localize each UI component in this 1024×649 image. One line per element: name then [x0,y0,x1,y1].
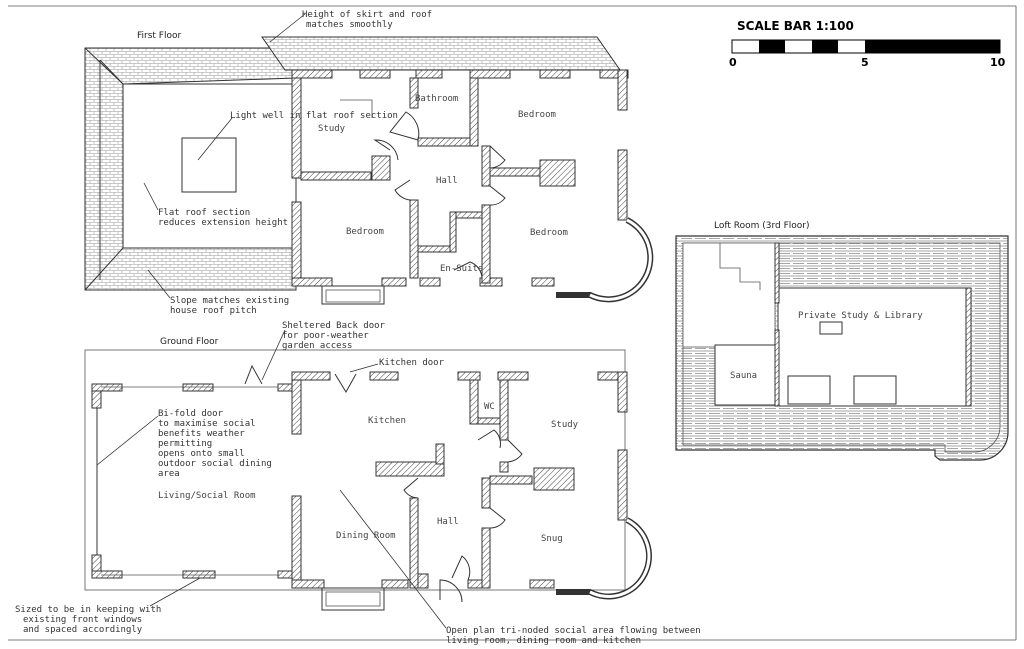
loft-plan: Loft Room (3rd Floor) Private Study & Li… [675,221,1009,461]
gf-note-sized-2: existing front windows [23,615,142,625]
gf-note-bifold-2: to maximise social [158,419,256,429]
gf-note-bifold-7: area [158,469,180,479]
gf-note-bifold-1: Bi-fold door [158,409,224,419]
gf-note-bifold-5: opens onto small [158,449,245,459]
gf-note-backdoor-3: garden access [282,341,352,351]
ff-note-flatroof-2: reduces extension height [158,218,288,228]
ff-room-bathroom: Bathroom [415,94,458,104]
ff-room-ensuite: En-Suite [440,264,483,274]
gf-room-wc: WC [484,402,495,412]
loft-library-room [777,287,967,407]
gf-note-bifold-3: benefits weather [158,429,245,439]
scale-bar: SCALE BAR 1:100 0 5 10 [729,19,1006,69]
first-floor-plan: First Floor [84,10,654,316]
main-roof-strip [261,36,621,71]
ff-note-slope-2: house roof pitch [170,306,257,316]
ff-room-hall: Hall [436,176,458,186]
gf-note-openplan-1: Open plan tri-noded social area flowing … [446,626,701,636]
gf-note-bifold-4: permitting [158,439,212,449]
gf-note-kitchen-door: Kitchen door [379,358,445,368]
loft-heading: Loft Room (3rd Floor) [714,221,810,231]
ground-floor-plan: Ground Floor [15,321,701,646]
ground-floor-heading: Ground Floor [160,337,219,347]
ff-note-skirt-2: matches smoothly [306,20,393,30]
ff-room-study: Study [318,124,346,134]
ff-room-bedroom-right: Bedroom [530,228,568,238]
gf-room-snug: Snug [541,534,563,544]
ff-note-slope-1: Slope matches existing [170,296,289,306]
scale-tick-10: 10 [990,56,1006,69]
ff-note-flatroof-1: Flat roof section [158,208,250,218]
gf-room-hall: Hall [437,517,459,527]
gf-room-study: Study [551,420,579,430]
loft-sauna-room [714,344,776,406]
scale-tick-5: 5 [861,56,869,69]
first-floor-heading: First Floor [137,31,181,41]
gf-note-sized-3: and spaced accordingly [23,625,143,635]
gf-note-openplan-2: living room, dining room and kitchen [446,636,641,646]
scale-bar-title: SCALE BAR 1:100 [737,19,854,33]
gf-room-living: Living/Social Room [158,491,256,501]
ff-note-skirt-1: Height of skirt and roof [302,10,432,20]
ff-room-bedroom-left: Bedroom [346,227,384,237]
gf-room-dining: Dining Room [336,531,396,541]
scale-tick-0: 0 [729,56,737,69]
ff-room-bedroom-top: Bedroom [518,110,556,120]
loft-room-library: Private Study & Library [798,311,923,321]
gf-note-bifold-6: outdoor social dining [158,459,272,469]
gf-note-sized-1: Sized to be in keeping with [15,605,161,615]
gf-note-backdoor-1: Sheltered Back door [282,321,386,331]
ff-note-lightwell: Light well in flat roof section [230,111,398,121]
loft-room-sauna: Sauna [730,371,757,381]
gf-note-backdoor-2: for poor-weather [282,331,369,341]
gf-room-kitchen: Kitchen [368,416,406,426]
